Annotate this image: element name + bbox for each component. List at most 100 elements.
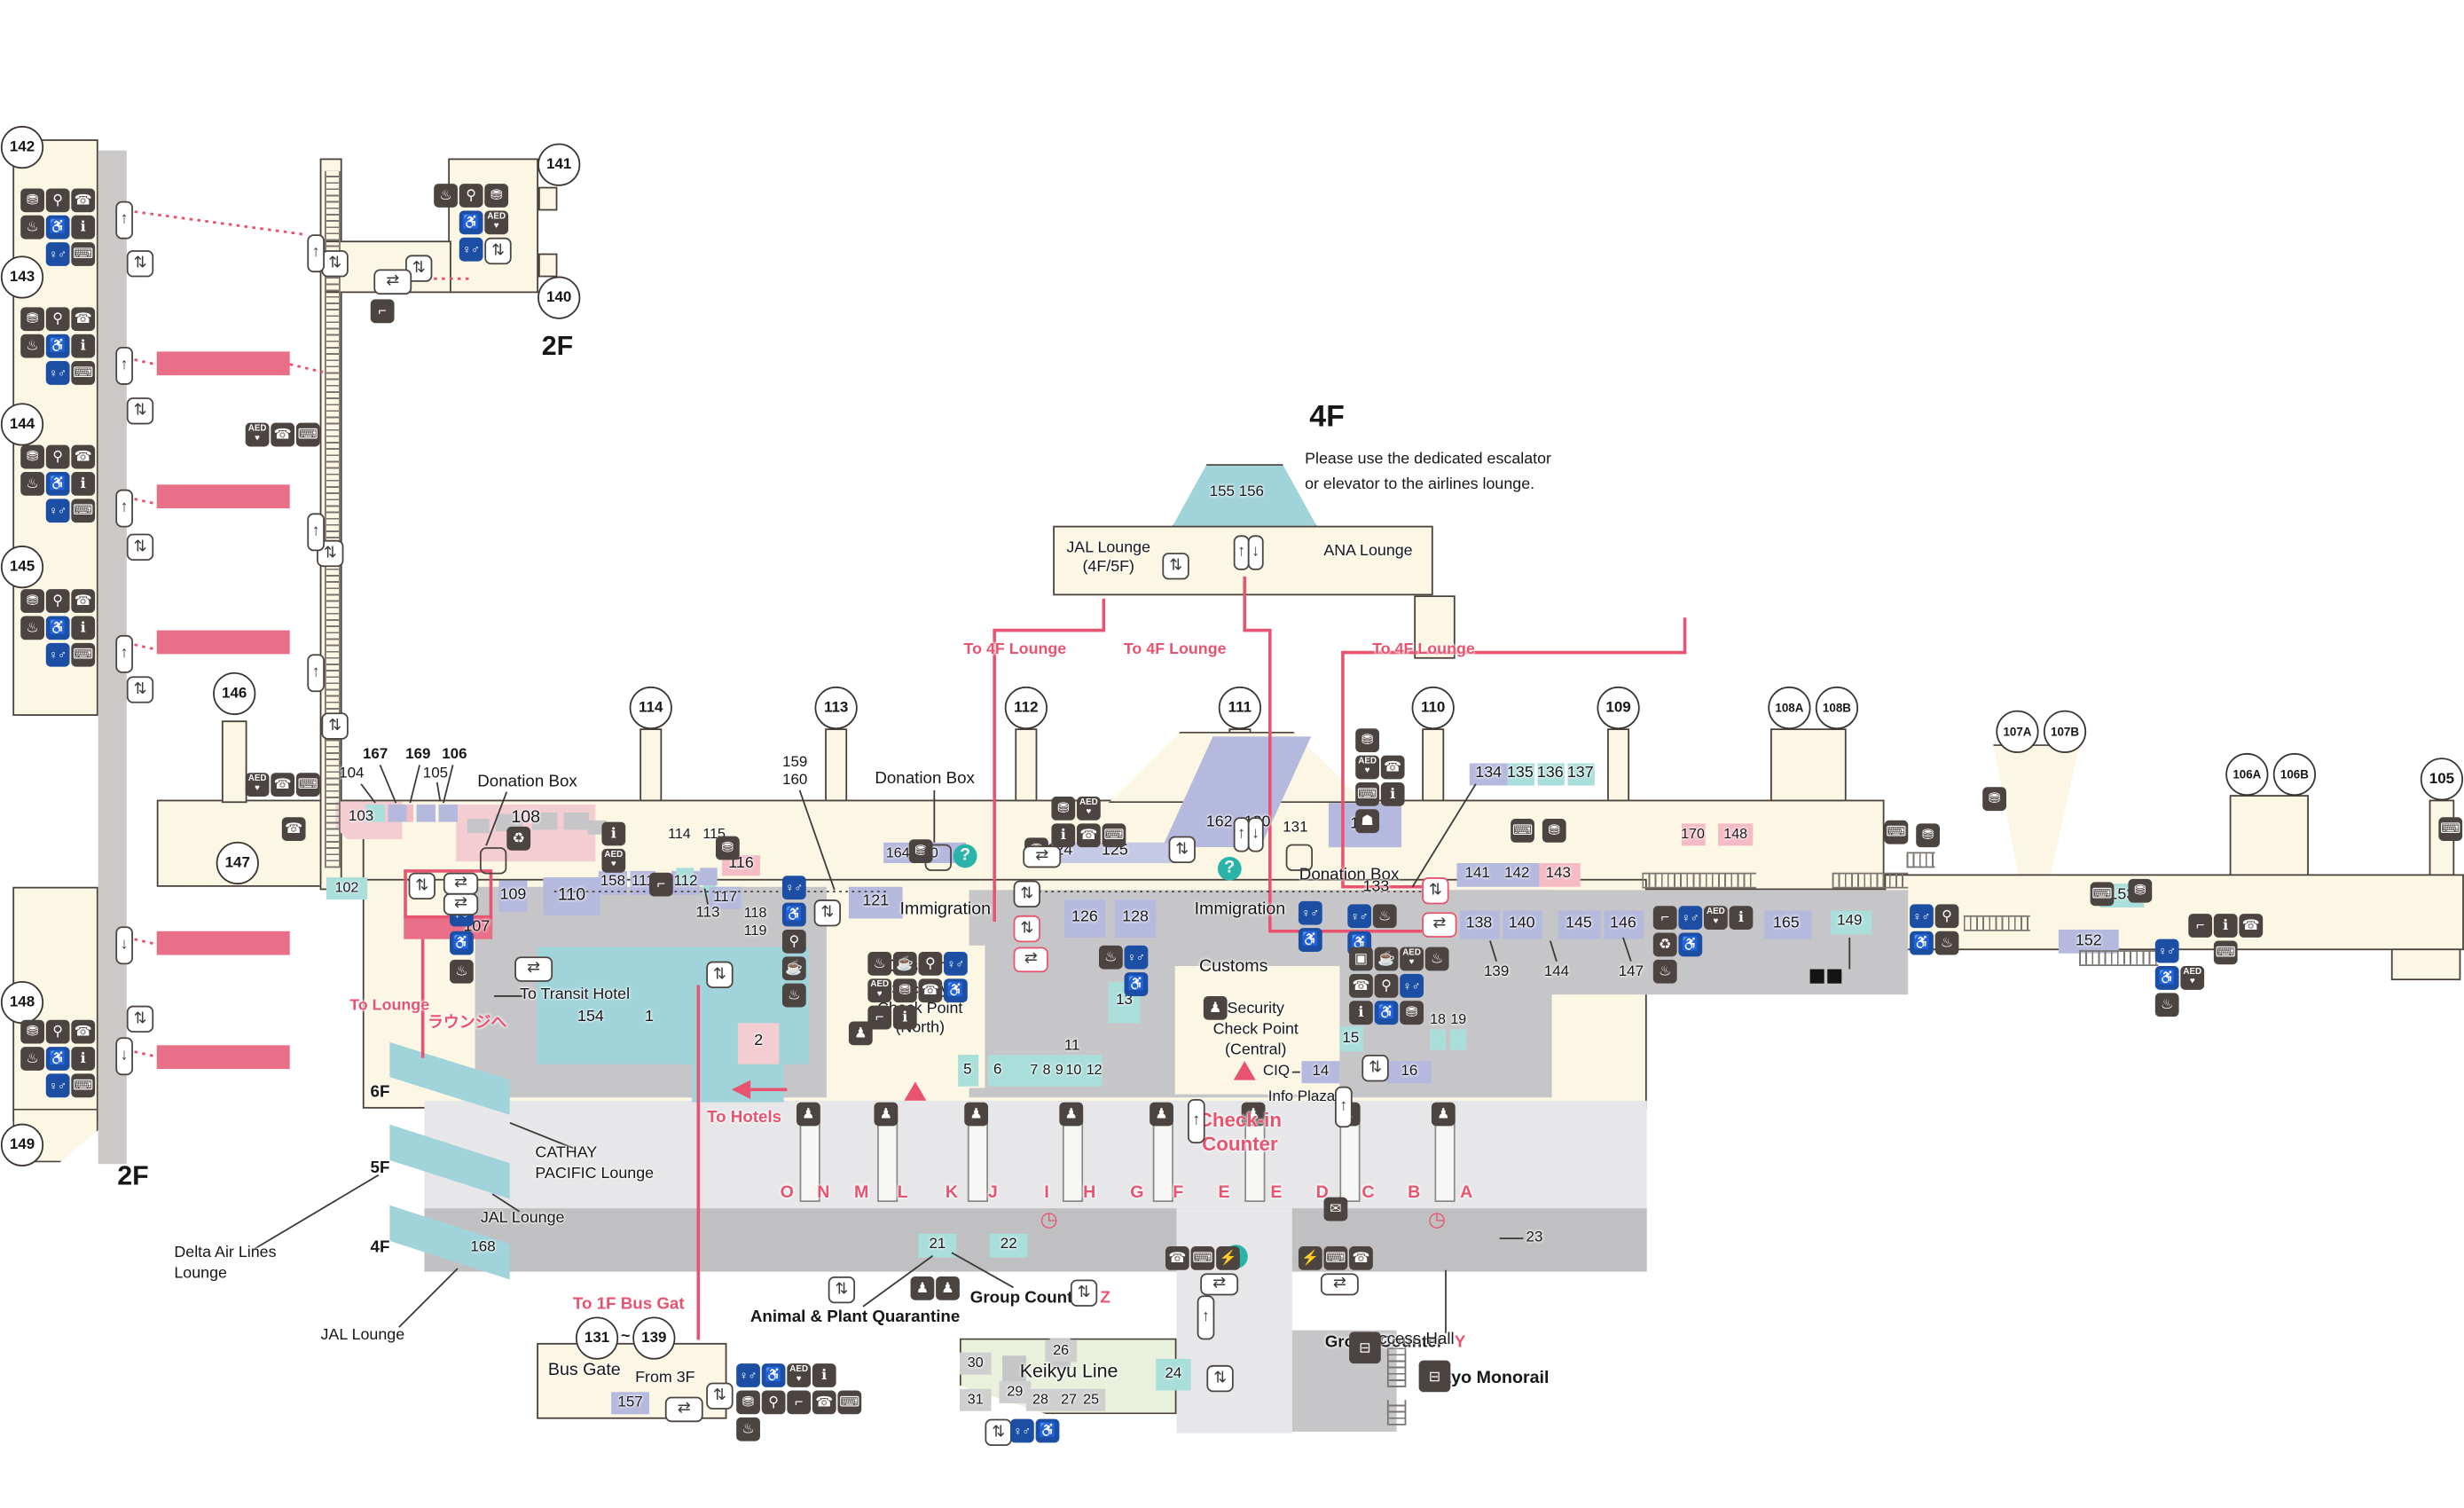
aed-icon: AED ♥ xyxy=(1077,797,1101,821)
map-label: To 4F Lounge xyxy=(1372,640,1475,659)
gate-146: 146 xyxy=(213,672,256,716)
map-label: 28 xyxy=(1032,1390,1048,1407)
map-label: 25 xyxy=(1083,1390,1100,1407)
toilet-icon: ♀♂ xyxy=(45,242,70,266)
vending-machine-icon: ⛃ xyxy=(736,1390,760,1415)
map-label: (Central) xyxy=(1225,1041,1287,1059)
map-label: 22 xyxy=(1000,1235,1017,1253)
map-label: Immigration xyxy=(899,899,992,919)
map-label: To 4F Lounge xyxy=(1123,640,1227,659)
map-zone xyxy=(156,1045,290,1070)
moving-walkway-icon: ⇄ xyxy=(664,1396,703,1423)
checkin-counter-letter: O xyxy=(780,1183,794,1203)
map-label: Customs xyxy=(1199,956,1268,977)
info-phone-icon: ℹ xyxy=(601,821,626,846)
aed-icon: AED ♥ xyxy=(245,422,270,447)
gate-109: 109 xyxy=(1597,686,1640,730)
elevator-icon: ⇅ xyxy=(321,250,349,278)
public-phone-icon: ☎ xyxy=(1165,1246,1189,1270)
charging-station-icon: ⚡ xyxy=(1298,1246,1322,1270)
map-label: 143 xyxy=(1545,864,1571,883)
map-label: 149 xyxy=(1837,912,1863,930)
map-label: 2F xyxy=(117,1160,149,1191)
info-phone-icon: ℹ xyxy=(892,1005,917,1030)
map-zone xyxy=(2229,795,2309,878)
escalator-comb xyxy=(1906,852,1935,868)
map-label: JAL Lounge xyxy=(320,1326,405,1345)
toilet-icon: ♀♂ xyxy=(2154,939,2179,963)
map-label: To Transit Hotel xyxy=(520,986,631,1004)
map-label: 159 xyxy=(782,753,808,772)
map-label: 137 xyxy=(1566,764,1594,782)
map-label: 169 xyxy=(405,745,431,764)
vending-machine-icon: ⛃ xyxy=(2128,878,2153,903)
public-phone-icon: ☎ xyxy=(71,1019,96,1044)
internet-pc-icon: ⌨ xyxy=(1884,820,1909,844)
accessible-toilet-icon: ♿ xyxy=(45,1047,70,1071)
map-label: 108 xyxy=(511,807,541,828)
map-zone xyxy=(1045,1339,1078,1363)
map-label: 128 xyxy=(1122,908,1149,926)
info-phone-icon: ℹ xyxy=(812,1363,836,1387)
counter-staff-icon: ♟ xyxy=(910,1276,935,1300)
map-zone xyxy=(611,1392,649,1415)
map-zone xyxy=(563,812,590,830)
map-zone xyxy=(676,868,694,885)
map-label: 8 xyxy=(1042,1061,1051,1078)
map-label: 21 xyxy=(929,1235,946,1253)
map-zone xyxy=(1339,1025,1364,1052)
map-label: 5 xyxy=(963,1061,972,1079)
gate-141: 141 xyxy=(538,143,581,186)
internet-pc-icon: ⌨ xyxy=(2213,940,2238,965)
accessible-toilet-icon: ♿ xyxy=(2154,966,2179,990)
map-label: 111 xyxy=(631,872,655,891)
rest-area-icon: ☗ xyxy=(1355,809,1379,834)
map-zone xyxy=(365,804,385,822)
map-zone xyxy=(700,868,718,885)
map-label: 138 xyxy=(1465,915,1493,933)
map-zone xyxy=(999,1380,1032,1403)
vending-machine-icon: ⛃ xyxy=(892,978,917,1003)
map-zone xyxy=(538,253,558,278)
checkin-counter-letter: B xyxy=(1408,1183,1421,1203)
walkway-up-icon: ↑ xyxy=(1335,1086,1353,1128)
internet-pc-icon: ⌨ xyxy=(2090,882,2115,907)
cafe-icon: ☕ xyxy=(1374,946,1399,971)
checkin-counter-letter: J xyxy=(987,1183,998,1203)
gate-131: 131 xyxy=(575,1316,619,1360)
aed-icon: AED ♥ xyxy=(1703,906,1728,930)
map-zone xyxy=(1607,728,1630,802)
map-label: 15 xyxy=(1342,1029,1360,1048)
smoking-area-icon: ⌐ xyxy=(2188,914,2213,938)
public-phone-icon: ☎ xyxy=(281,817,306,841)
map-zone xyxy=(988,1055,1103,1087)
accessible-toilet-icon: ♿ xyxy=(45,472,70,496)
aed-icon: AED ♥ xyxy=(601,848,626,873)
map-label: 146 xyxy=(1610,915,1636,933)
elevator-icon: ⇅ xyxy=(985,1418,1012,1446)
gate-139: 139 xyxy=(632,1316,676,1360)
aed-glyph: AED ♥ xyxy=(1706,907,1725,926)
map-label: 139 xyxy=(1483,962,1510,981)
info-phone-icon: ℹ xyxy=(71,334,96,358)
map-label: 105 xyxy=(422,765,449,782)
map-label: To 4F Lounge xyxy=(963,640,1067,659)
public-phone-icon: ☎ xyxy=(1349,1246,1373,1270)
map-label: 134 xyxy=(1475,764,1503,782)
aed-glyph: AED ♥ xyxy=(604,850,624,869)
map-label: 109 xyxy=(499,886,527,904)
map-label: 144 xyxy=(1543,962,1570,981)
map-zone xyxy=(709,886,742,909)
gate-114: 114 xyxy=(629,686,672,730)
map-label: 147 xyxy=(1618,962,1644,981)
map-label: To Hotels xyxy=(707,1107,782,1127)
elevator-icon: ⇅ xyxy=(484,237,512,265)
vending-machine-icon: ⛃ xyxy=(484,184,509,208)
toilet-icon: ♀♂ xyxy=(1347,904,1372,929)
gate-108A: 108A xyxy=(1768,686,1811,730)
info-phone-icon: ℹ xyxy=(71,616,96,640)
internet-pc-icon: ⌨ xyxy=(71,499,96,523)
map-zone xyxy=(2058,929,2119,954)
baby-care-icon: ⚲ xyxy=(45,307,70,332)
